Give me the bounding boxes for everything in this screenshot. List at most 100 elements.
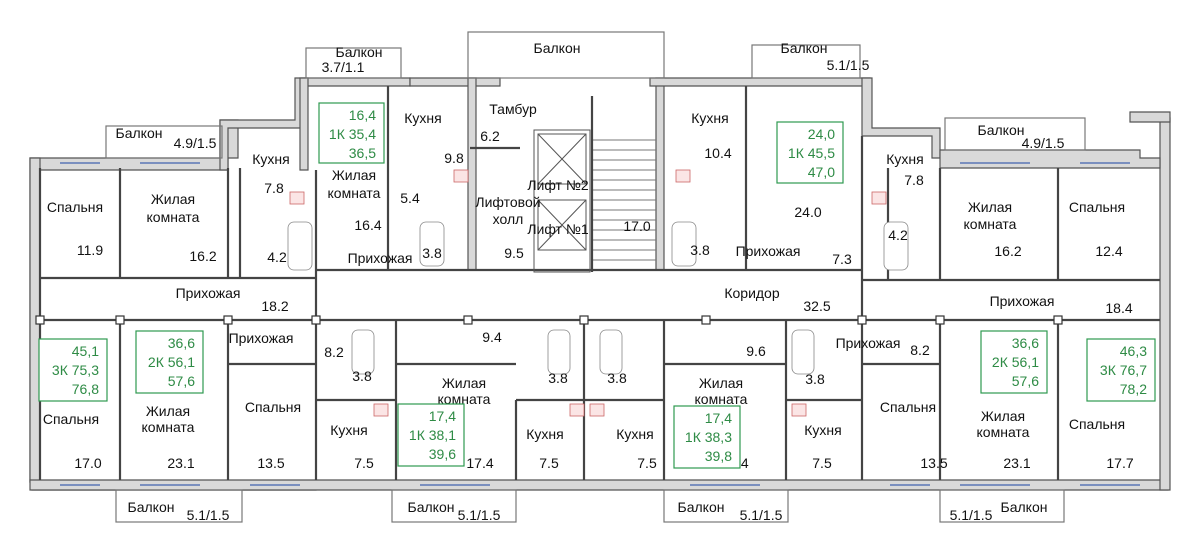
room-label: Лифтовой (475, 194, 540, 210)
room-label: Балкон (781, 40, 828, 56)
apartment-area-box: 16,41К 35,436,5 (318, 102, 385, 164)
room-label: Лифт №2 (527, 177, 589, 193)
apartment-area-box: 46,33К 76,778,2 (1086, 338, 1156, 402)
room-label: Кухня (804, 422, 841, 438)
apartment-area-value: 36,6 (1012, 335, 1039, 351)
room-label: Жилая (332, 167, 376, 183)
room-area: 7.8 (264, 180, 284, 196)
apartment-area-box: 36,62К 56,157,6 (135, 330, 204, 394)
room-area: 8.2 (324, 344, 344, 360)
apartment-box-frame (135, 330, 204, 394)
room-label: Прихожая (836, 335, 901, 351)
room-label: 5.1/1.5 (187, 507, 230, 523)
windows (60, 162, 1140, 486)
room-label: Прихожая (990, 293, 1055, 309)
room-area: 17.4 (466, 455, 493, 471)
columns (35, 315, 1063, 325)
room-label: Спальня (47, 199, 103, 215)
room-label: Кухня (886, 151, 923, 167)
room-label: Балкон (116, 125, 163, 141)
apartment-box-frame (38, 338, 108, 402)
room-label: Тамбур (489, 101, 537, 117)
room-label: Балкон (128, 499, 175, 515)
room-area: 7.3 (832, 251, 852, 267)
room-label: 4.9/1.5 (174, 135, 217, 151)
room-label: Спальня (1069, 199, 1125, 215)
room-label: холл (493, 211, 524, 227)
apartment-area-value: 39,8 (705, 448, 732, 464)
room-area: 6.2 (480, 128, 500, 144)
room-label: Спальня (245, 399, 301, 415)
room-area: 17.7 (1106, 455, 1133, 471)
room-area: 3.8 (690, 242, 710, 258)
room-label: Жилая (699, 375, 743, 391)
room-label: Балкон (678, 499, 725, 515)
room-area: 3.8 (422, 245, 442, 261)
apartment-area-value: 17,4 (429, 408, 456, 424)
room-label: Кухня (691, 110, 728, 126)
stairs (590, 96, 656, 272)
room-area: 32.5 (803, 298, 830, 314)
room-label: Коридор (724, 285, 780, 301)
apartment-area-value: 39,6 (429, 446, 456, 462)
room-label: Жилая (146, 403, 190, 419)
apartment-type-area: 1К 45,5 (788, 145, 835, 161)
room-label: Прихожая (229, 330, 294, 346)
room-label: Балкон (534, 40, 581, 56)
room-area: 23.1 (1003, 455, 1030, 471)
room-area: 3.8 (352, 368, 372, 384)
room-area: 4.2 (888, 227, 908, 243)
room-label: Жилая (442, 375, 486, 391)
room-area: 16.2 (189, 248, 216, 264)
room-area: 4.2 (267, 249, 287, 265)
room-label: Балкон (408, 499, 455, 515)
apartment-area-box: 17,41К 38,339,8 (673, 405, 741, 469)
apartment-area-value: 57,6 (1012, 373, 1039, 389)
room-area: 7.5 (354, 455, 374, 471)
room-area: 18.2 (261, 298, 288, 314)
room-label: 5.1/1.5 (950, 507, 993, 523)
room-label: Прихожая (176, 285, 241, 301)
room-area: 16.2 (994, 243, 1021, 259)
room-label: Балкон (336, 44, 383, 60)
room-label: Жилая (151, 191, 195, 207)
apartment-area-value: 24,0 (808, 126, 835, 142)
room-area: 7.5 (637, 455, 657, 471)
apartment-box-frame (318, 102, 385, 164)
room-area: 8.2 (910, 342, 930, 358)
room-label: Спальня (43, 411, 99, 427)
room-area: 3.8 (607, 370, 627, 386)
room-area: 12.4 (1095, 243, 1122, 259)
balconies (105, 31, 1086, 523)
apartment-type-area: 1К 35,4 (329, 126, 376, 142)
room-label: комната (142, 419, 195, 435)
room-label: Лифт №1 (527, 221, 589, 237)
room-area: 9.8 (444, 150, 464, 166)
apartment-box-frame (1086, 338, 1156, 402)
room-area: 3.8 (805, 371, 825, 387)
room-area: 17.0 (623, 218, 650, 234)
room-label: комната (977, 424, 1030, 440)
room-label: комната (328, 185, 381, 201)
apartment-box-frame (397, 403, 465, 467)
room-label: 3.7/1.1 (322, 59, 365, 75)
apartment-area-value: 16,4 (349, 107, 376, 123)
room-label: Балкон (978, 122, 1025, 138)
room-label: Спальня (1069, 416, 1125, 432)
room-label: комната (695, 391, 748, 407)
room-label: Кухня (404, 110, 441, 126)
room-label: Спальня (880, 399, 936, 415)
apartment-area-box: 24,01К 45,547,0 (776, 121, 844, 184)
room-area: 23.1 (167, 455, 194, 471)
room-label: Кухня (616, 426, 653, 442)
room-label: Прихожая (736, 243, 801, 259)
apartment-type-area: 1К 38,3 (685, 429, 732, 445)
apartment-area-box: 36,62К 56,157,6 (980, 330, 1048, 394)
room-label: Жилая (968, 199, 1012, 215)
room-label: комната (964, 216, 1017, 232)
room-label: комната (438, 391, 491, 407)
apartment-area-box: 45,13К 75,376,8 (38, 338, 108, 402)
apartment-area-value: 57,6 (168, 373, 195, 389)
